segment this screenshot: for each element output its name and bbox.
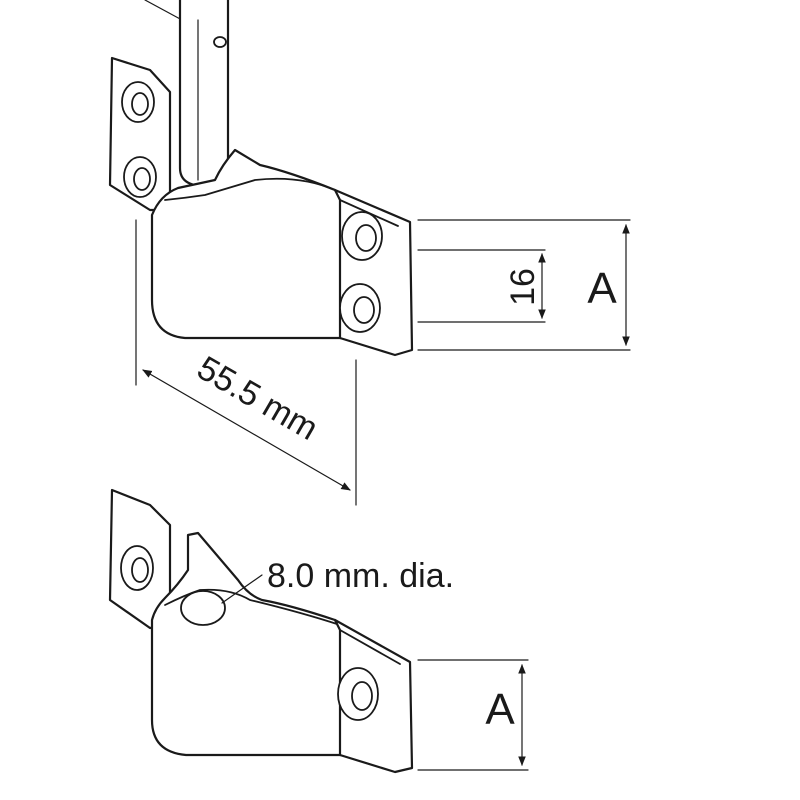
bottom-back-wing-holes [120, 545, 154, 591]
dimension-lines-top [135, 219, 631, 506]
hole-leader-line [221, 574, 263, 604]
top-back-wing-holes [121, 81, 157, 198]
top-front-wing-holes [339, 211, 383, 333]
dimension-lines-bottom [417, 659, 529, 771]
bottom-hinge-part [108, 488, 414, 774]
dimension-a-bottom-label: A [485, 685, 515, 734]
hole-diameter-label: 8.0 mm. dia. [267, 557, 454, 595]
dimension-16-label: 16 [504, 268, 542, 306]
dimension-55-5-label: 55.5 mm [191, 349, 325, 448]
bottom-body [150, 531, 352, 757]
top-hinge-part [108, 0, 414, 357]
pin-hole [180, 590, 226, 626]
dimension-a-top-label: A [587, 264, 617, 313]
dimension-55-5-arrow [142, 369, 351, 491]
bottom-front-wing-holes [337, 667, 379, 721]
top-body [150, 148, 352, 340]
